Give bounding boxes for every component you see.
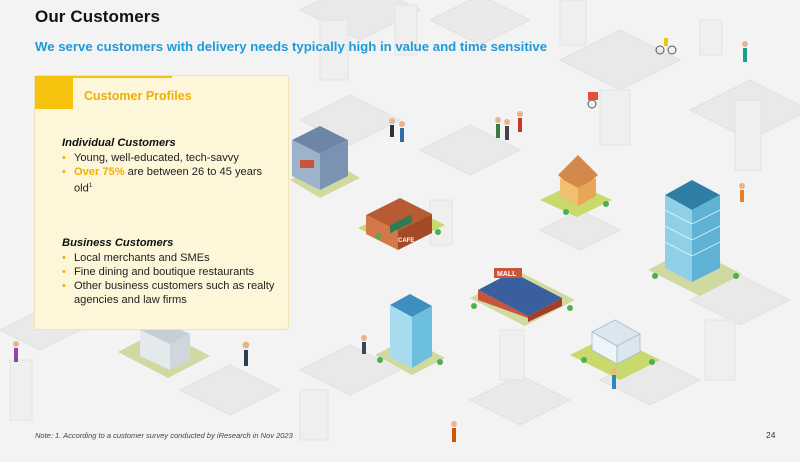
- list-item: Fine dining and boutique restaurants: [62, 265, 282, 279]
- rider-illustration: [587, 38, 677, 109]
- mall-building-illustration: MALL: [470, 268, 575, 326]
- individual-customers-title: Individual Customers: [62, 137, 176, 149]
- list-item: Young, well-educated, tech-savvy: [62, 151, 282, 165]
- bullet-text: Young, well-educated, tech-savvy: [74, 152, 239, 164]
- footnote-marker: 1: [88, 183, 93, 189]
- house-illustration: [540, 155, 612, 217]
- tower-right-illustration: [648, 180, 742, 296]
- highlight-percentage: Over 75%: [74, 166, 125, 178]
- page-number: 24: [766, 430, 776, 440]
- business-customers-title: Business Customers: [62, 237, 174, 249]
- list-item: Other business customers such as realty …: [62, 279, 282, 307]
- bullet-text: are between 26 to 45 years old: [74, 166, 263, 195]
- bullet-text: Fine dining and boutique restaurants: [74, 266, 255, 278]
- business-customers-list: Local merchants and SMEs Fine dining and…: [62, 251, 282, 307]
- mall-sign: MALL: [497, 271, 517, 278]
- individual-customers-list: Young, well-educated, tech-savvy Over 75…: [62, 151, 282, 196]
- shop-building-illustration: [290, 126, 360, 198]
- page-title: Our Customers: [35, 7, 161, 26]
- cafe-sign: CAFE: [398, 238, 414, 244]
- page-subtitle: We serve customers with delivery needs t…: [35, 39, 548, 54]
- bullet-text: Local merchants and SMEs: [74, 252, 210, 264]
- card-accent-tab: [35, 76, 73, 109]
- footnote: Note: 1. According to a customer survey …: [35, 431, 293, 440]
- card-heading: Customer Profiles: [84, 89, 192, 103]
- tower-center-illustration: [375, 294, 445, 375]
- bullet-text: Other business customers such as realty …: [74, 280, 275, 306]
- list-item: Local merchants and SMEs: [62, 251, 282, 265]
- greenhouse-illustration: [570, 319, 660, 380]
- card-accent-line: [35, 76, 172, 78]
- list-item: Over 75% are between 26 to 45 years old1: [62, 165, 282, 196]
